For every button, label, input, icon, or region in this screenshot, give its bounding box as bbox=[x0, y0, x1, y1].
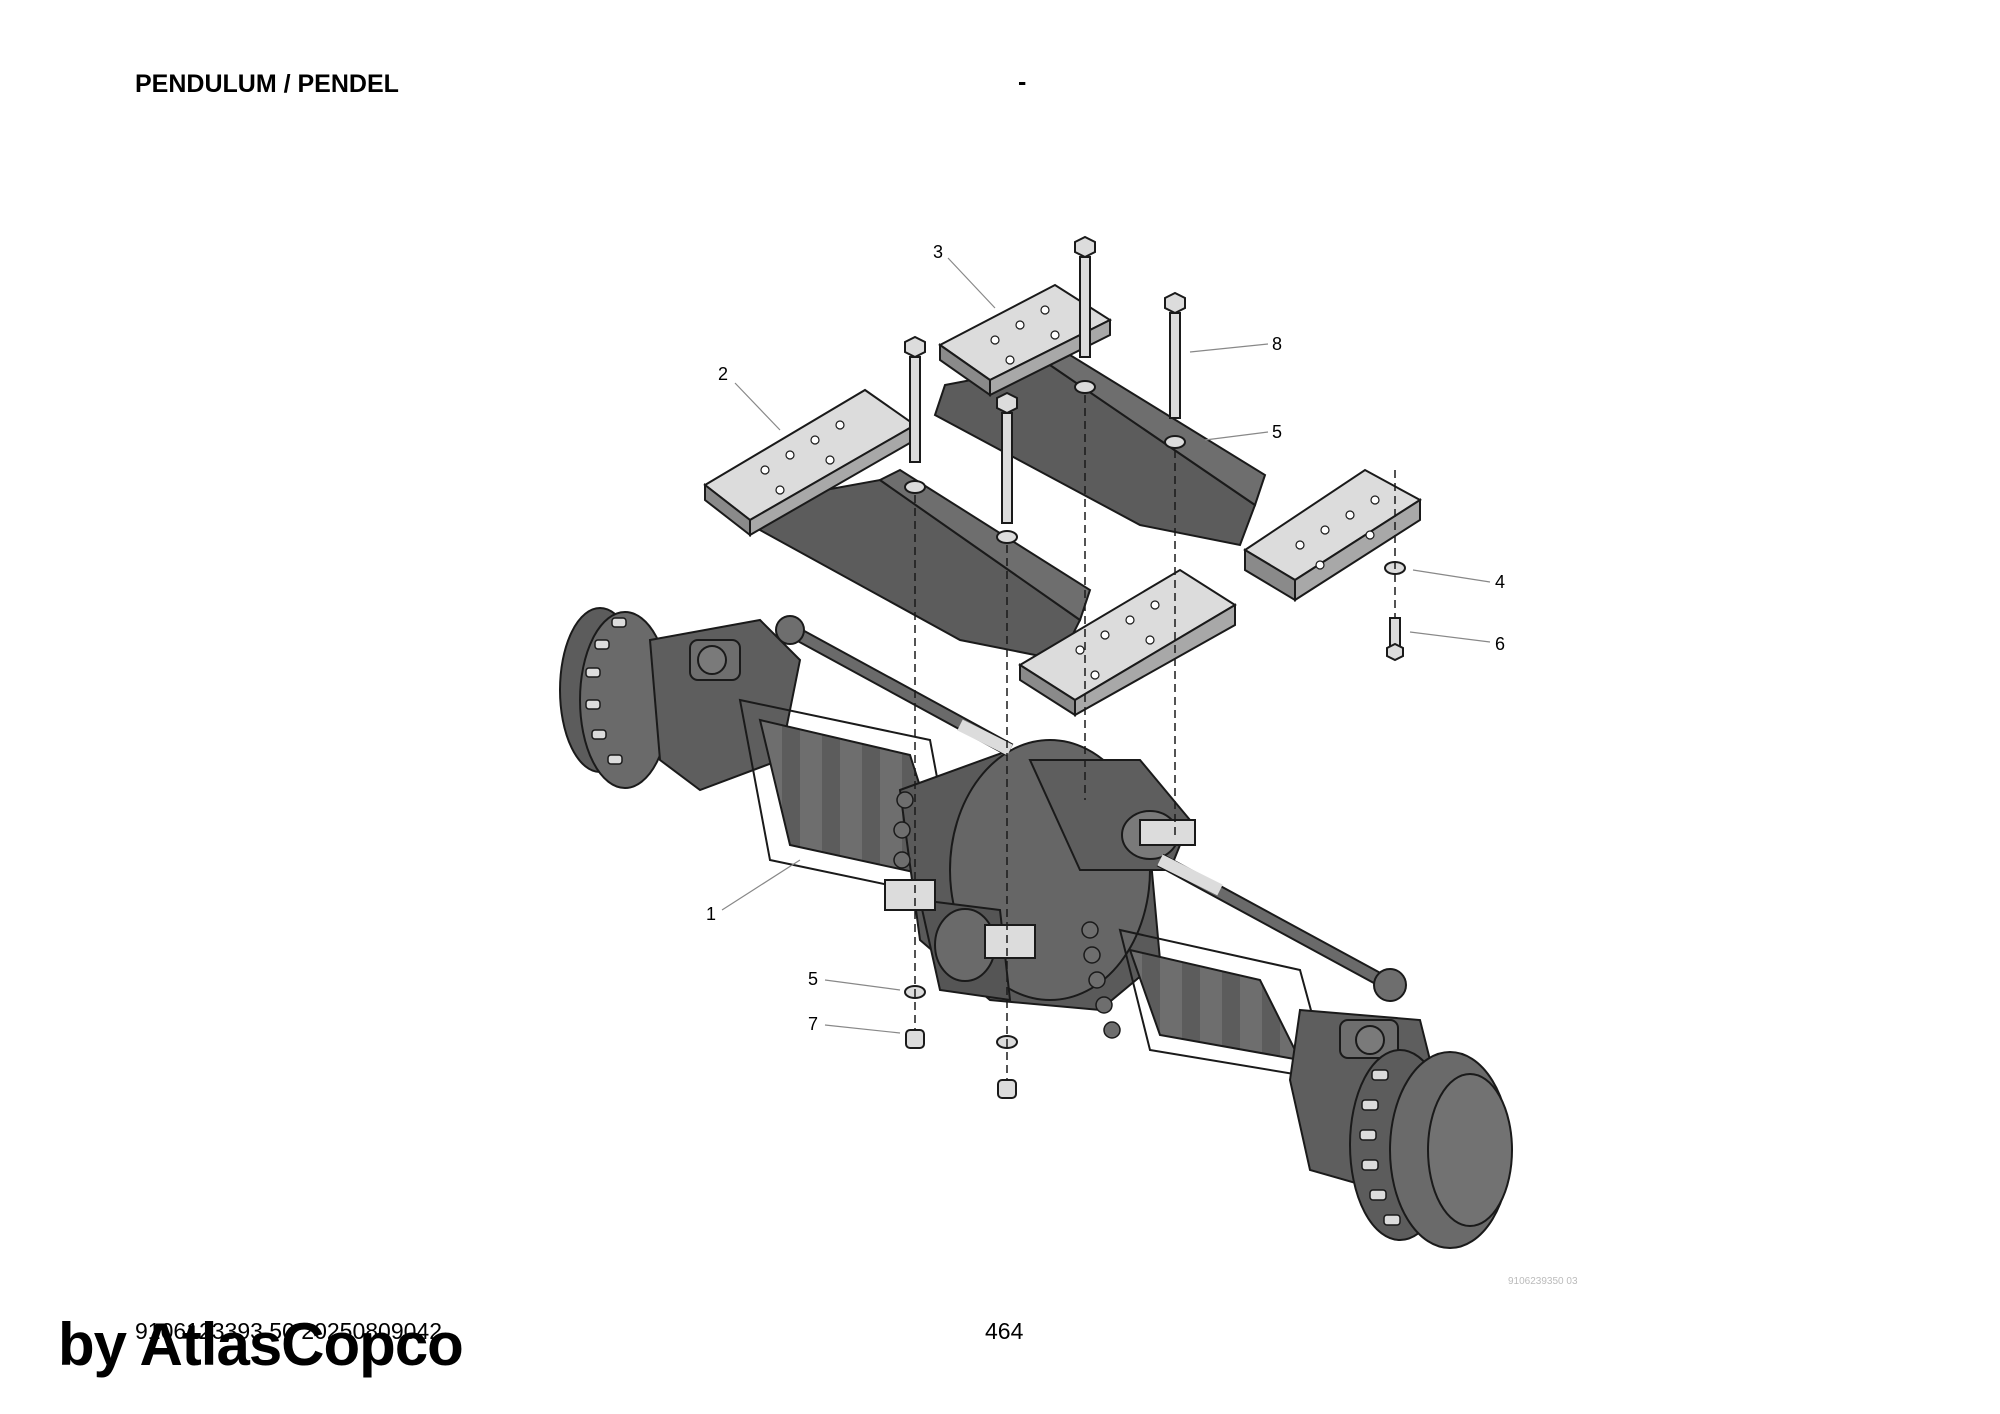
callout-leader-lines bbox=[721, 257, 1491, 1034]
callout-4: 4 bbox=[1495, 572, 1505, 592]
page-title: PENDULUM / PENDEL bbox=[135, 70, 399, 98]
axle-assembly bbox=[559, 607, 1513, 1249]
drawing-code: 9106239350 03 bbox=[1508, 1276, 1578, 1287]
pendulum-beam-front bbox=[703, 388, 1237, 717]
callout-2: 2 bbox=[718, 364, 728, 384]
page-number: 464 bbox=[985, 1318, 1024, 1344]
callout-8: 8 bbox=[1272, 334, 1282, 354]
callout-5-upper: 5 bbox=[1272, 422, 1282, 442]
callout-3: 3 bbox=[933, 242, 943, 262]
callout-6: 6 bbox=[1495, 634, 1505, 654]
atlascopco-watermark: by AtlasCopco bbox=[58, 1311, 464, 1378]
callout-5-lower: 5 bbox=[808, 969, 818, 989]
assembly-guide-lines bbox=[914, 395, 1396, 1080]
callout-7: 7 bbox=[808, 1014, 818, 1034]
header-dash: - bbox=[1018, 68, 1027, 96]
callout-1: 1 bbox=[706, 904, 716, 924]
hex-bolts bbox=[904, 235, 1404, 662]
footer-document-code: 9106123393 50 20250809042 bbox=[135, 1318, 442, 1344]
